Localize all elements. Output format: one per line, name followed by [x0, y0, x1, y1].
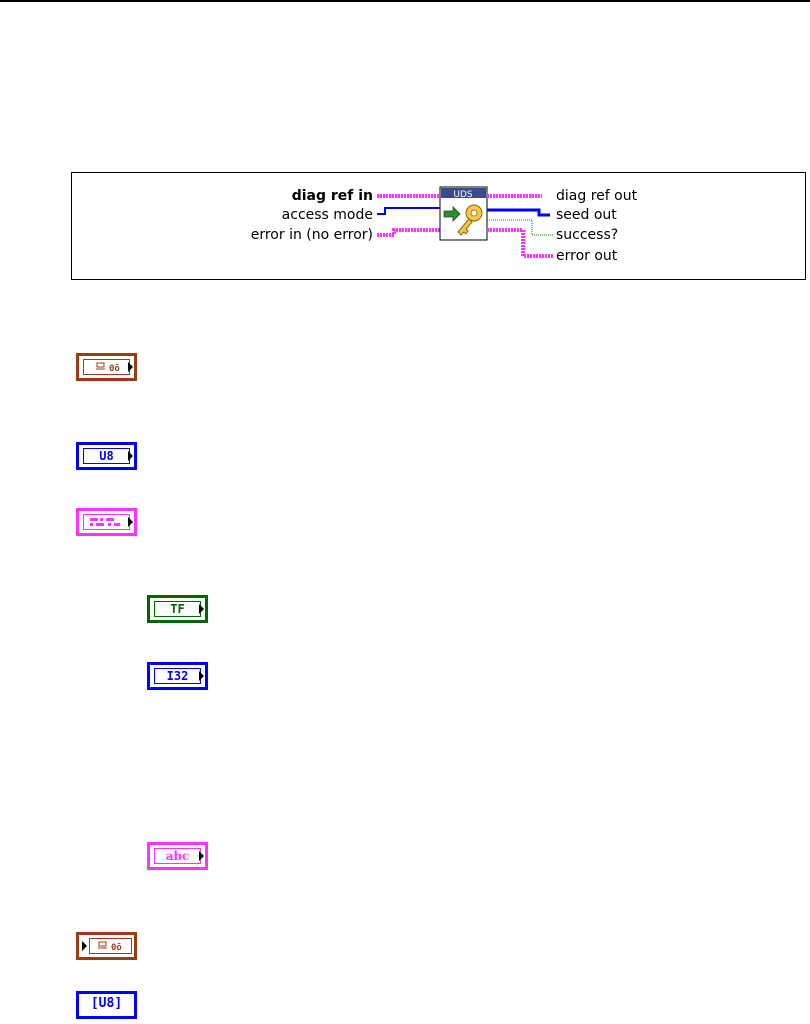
- label-diag-ref-out: diag ref out: [556, 188, 638, 204]
- connector-pane-diagram: diag ref in access mode error in (no err…: [251, 186, 638, 264]
- cluster-icon: [83, 514, 130, 530]
- page-top-rule: [0, 0, 810, 2]
- label-error-out: error out: [556, 248, 618, 264]
- terminal-code: I32: [147, 662, 208, 690]
- boolean-icon: TF: [154, 601, 201, 617]
- connector-pane-box: diag ref in access mode error in (no err…: [71, 172, 806, 280]
- wire-seed-out: [487, 208, 550, 217]
- terminal-source: abc: [147, 842, 208, 870]
- node-header-text: UDS: [453, 190, 473, 200]
- wire-error-in: [377, 228, 440, 237]
- label-error-in: error in (no error): [251, 227, 373, 243]
- terminal-diag-ref-out: 0ō: [76, 932, 137, 960]
- label-access-mode: access mode: [282, 207, 373, 223]
- u8-array-icon: [U8]: [90, 996, 123, 1011]
- terminal-diag-ref-in: 0ō: [76, 353, 137, 381]
- u8-icon: U8: [83, 448, 130, 464]
- output-arrow-icon: [128, 517, 133, 527]
- output-arrow-icon: [199, 604, 204, 614]
- output-arrow-icon: [199, 851, 204, 861]
- output-arrow-icon: [128, 451, 133, 461]
- refnum-indicator-icon: 0ō: [89, 938, 132, 954]
- refnum-icon: 0ō: [83, 359, 130, 375]
- terminal-seed-out: [U8]: [76, 991, 137, 1019]
- key-icon: [457, 204, 483, 236]
- terminal-status: TF: [147, 595, 208, 623]
- string-icon: abc: [154, 848, 201, 864]
- uds-security-access-node: UDS: [439, 186, 488, 241]
- label-diag-ref-in: diag ref in: [292, 188, 373, 204]
- i32-icon: I32: [154, 668, 201, 684]
- label-seed-out: seed out: [556, 207, 617, 223]
- terminal-access-mode: U8: [76, 442, 137, 470]
- input-arrow-icon: [82, 941, 87, 951]
- wire-success: [487, 219, 554, 236]
- svg-text:0ō: 0ō: [109, 364, 120, 374]
- node-header-bar: [441, 188, 486, 198]
- svg-text:0ō: 0ō: [111, 943, 122, 953]
- wire-error-out: [487, 228, 554, 258]
- wire-access-mode: [377, 207, 440, 215]
- arrow-icon: [443, 206, 461, 222]
- output-arrow-icon: [199, 671, 204, 681]
- output-arrow-icon: [128, 362, 133, 372]
- label-success: success?: [556, 227, 618, 243]
- terminal-error-in: [76, 508, 137, 536]
